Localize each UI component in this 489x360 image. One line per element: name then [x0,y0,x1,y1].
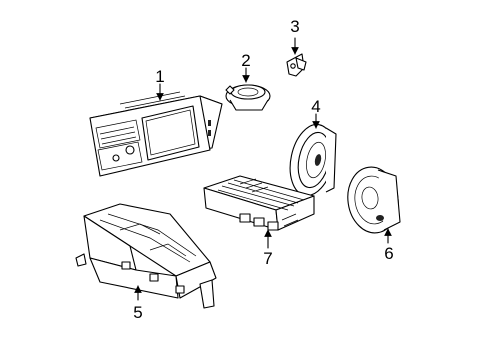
callout-4: 4 [311,97,320,116]
leader-lines [134,37,392,301]
callout-numbers: 1 2 3 4 5 6 7 [133,17,393,322]
callout-1: 1 [155,67,164,86]
console-housing [75,203,217,309]
amplifier [203,175,315,231]
rear-speaker [347,166,401,234]
tweeter-speaker [225,84,271,111]
callout-6: 6 [384,244,393,263]
callout-2: 2 [241,51,250,70]
callout-5: 5 [133,303,142,322]
door-speaker [289,123,337,197]
mounting-bracket [286,53,307,77]
callout-7: 7 [263,249,272,268]
callout-3: 3 [290,17,299,36]
radio-head-unit [89,91,223,177]
